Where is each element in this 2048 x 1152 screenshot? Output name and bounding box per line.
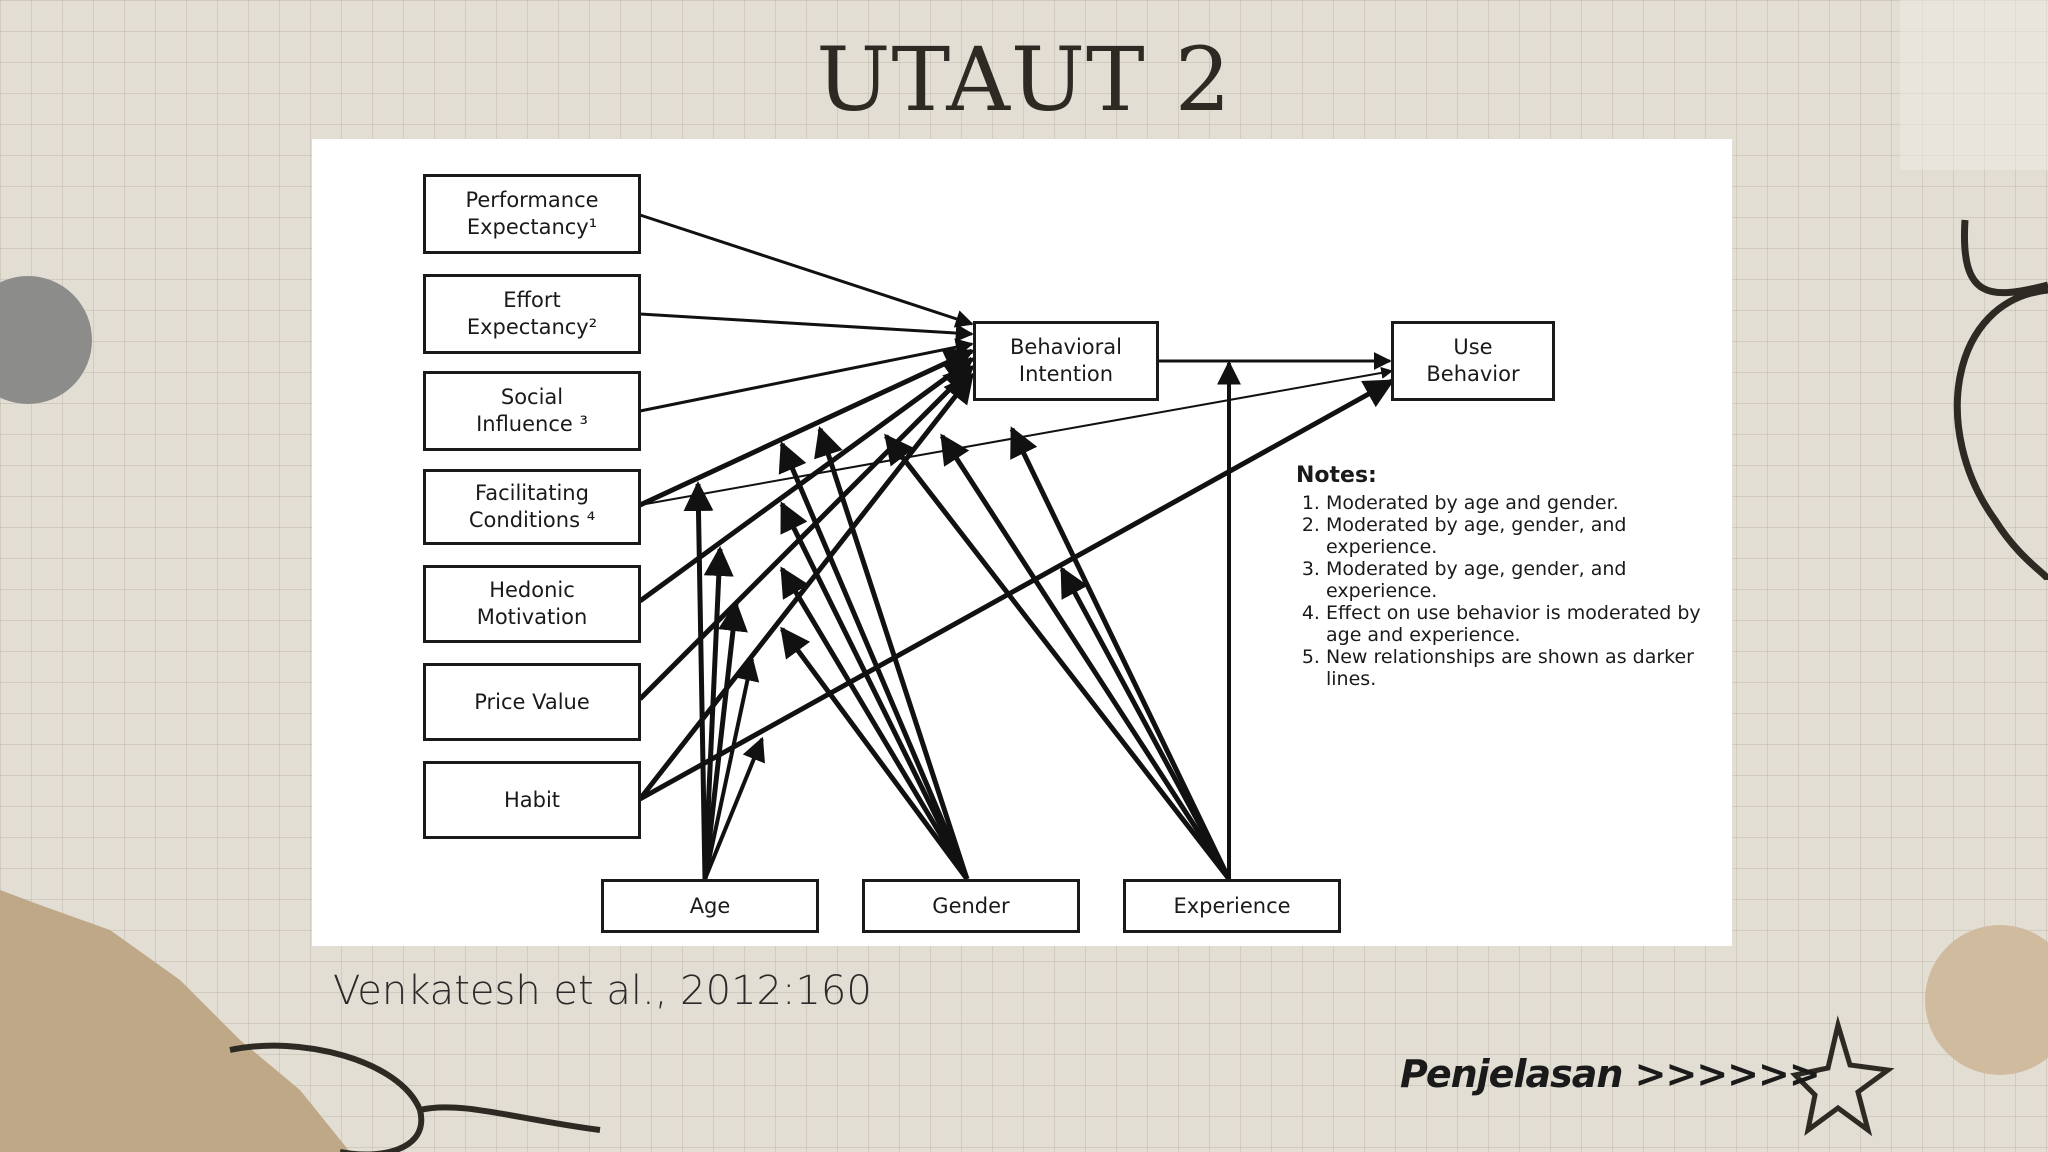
arrow-gender-4 [779, 626, 970, 881]
construct-price-value: Price Value [423, 663, 641, 741]
notes-title: Notes: [1296, 463, 1377, 488]
arrow-exp-4 [1059, 566, 1232, 881]
arrow-ee-bi [639, 312, 974, 343]
construct-facilitating-conditions: Facilitating Conditions ⁴ [423, 469, 641, 545]
arrow-age-2 [702, 546, 734, 880]
moderator-age: Age [601, 879, 819, 933]
arrow-age-5 [703, 736, 765, 880]
note-item: Moderated by age, gender, and experience… [1326, 514, 1716, 558]
behavioral-intention-box: Behavioral Intention [973, 321, 1159, 401]
star-icon [1789, 1015, 1895, 1137]
note-item: New relationships are shown as darker li… [1326, 646, 1716, 690]
arrow-gender-2 [779, 501, 970, 881]
arrow-age-3 [702, 601, 748, 880]
diagram-notes: Notes: Moderated by age and gender. Mode… [1296, 463, 1716, 690]
arrow-age-4 [703, 656, 760, 880]
grey-circle-decoration [0, 276, 92, 404]
scribble-right [1953, 219, 2048, 582]
note-item: Effect on use behavior is moderated by a… [1326, 602, 1716, 646]
arrow-exp-1 [884, 433, 1231, 881]
note-item: Moderated by age and gender. [1326, 492, 1716, 514]
arrow-pv-bi [638, 364, 975, 701]
construct-habit: Habit [423, 761, 641, 839]
diagram-arrows [638, 213, 1395, 881]
arrow-hb-ub [638, 378, 1395, 802]
penjelasan-link[interactable]: Penjelasan >>>>>> [1400, 1052, 1821, 1096]
arrow-pe-bi [639, 213, 974, 328]
note-item: Moderated by age, gender, and experience… [1326, 558, 1716, 602]
lined-paper-decoration [1900, 0, 2048, 170]
arrow-gender-3 [779, 566, 970, 881]
torn-paper-shape [0, 890, 350, 1152]
construct-performance-expectancy: Performance Expectancy¹ [423, 174, 641, 254]
construct-hedonic-motivation: Hedonic Motivation [423, 565, 641, 643]
arrow-fc-bi [638, 348, 975, 508]
citation-text: Venkatesh et al., 2012:160 [333, 968, 872, 1014]
slide-title: UTAUT 2 [816, 28, 1232, 131]
arrow-si-bi [639, 338, 974, 413]
utaut2-diagram: Performance Expectancy¹ Effort Expectanc… [312, 139, 1732, 946]
arrow-gender-5 [814, 426, 970, 880]
use-behavior-box: Use Behavior [1391, 321, 1555, 401]
arrow-gender-1 [778, 441, 970, 880]
arrow-exp-3 [1009, 426, 1232, 881]
scribble-bottom-left [229, 1042, 601, 1152]
moderator-experience: Experience [1123, 879, 1341, 933]
construct-effort-expectancy: Effort Expectancy² [423, 274, 641, 354]
moderator-gender: Gender [862, 879, 1080, 933]
arrow-exp-2 [939, 433, 1232, 881]
beige-circle-decoration [1925, 925, 2048, 1075]
construct-social-influence: Social Influence ³ [423, 371, 641, 451]
arrow-hm-bi [638, 356, 975, 604]
arrow-age-1 [683, 481, 714, 880]
